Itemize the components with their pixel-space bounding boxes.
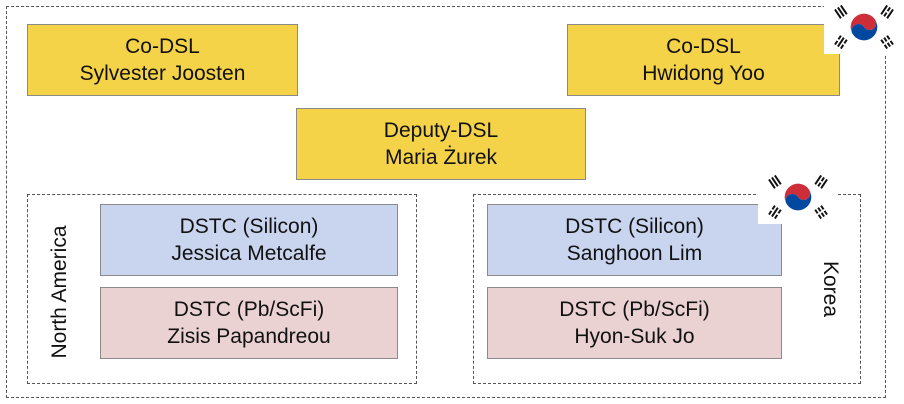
na-pbscfi-role: DSTC (Pb/ScFi): [173, 298, 325, 321]
co-dsl-right-box: Co-DSL Hwidong Yoo: [567, 24, 840, 96]
korea-silicon-role: DSTC (Silicon): [565, 215, 704, 238]
co-dsl-right-role: Co-DSL: [666, 35, 741, 58]
korea-pbscfi-box: DSTC (Pb/ScFi) Hyon-Suk Jo: [487, 287, 782, 359]
korea-pbscfi-name: Hyon-Suk Jo: [574, 325, 695, 348]
south-korea-flag-icon: [758, 170, 838, 224]
co-dsl-right-name: Hwidong Yoo: [642, 62, 765, 85]
co-dsl-left-name: Sylvester Joosten: [79, 62, 246, 85]
na-pbscfi-box: DSTC (Pb/ScFi) Zisis Papandreou: [100, 287, 398, 359]
korea-group: [473, 194, 861, 384]
na-silicon-role: DSTC (Silicon): [179, 215, 319, 238]
south-korea-flag-graphic: [768, 174, 828, 220]
co-dsl-left-role: Co-DSL: [125, 35, 200, 58]
korea-silicon-box: DSTC (Silicon) Sanghoon Lim: [487, 204, 782, 276]
deputy-dsl-role: Deputy-DSL: [383, 119, 499, 142]
korea-pbscfi-role: DSTC (Pb/ScFi): [559, 298, 710, 321]
korea-label: Korea: [819, 260, 842, 318]
outer-frame: [6, 6, 886, 398]
north-america-label: North America: [48, 225, 71, 359]
korea-silicon-name: Sanghoon Lim: [566, 242, 703, 265]
north-america-group: [27, 194, 417, 384]
co-dsl-left-box: Co-DSL Sylvester Joosten: [27, 24, 298, 96]
deputy-dsl-name: Maria Żurek: [384, 146, 498, 169]
na-silicon-box: DSTC (Silicon) Jessica Metcalfe: [100, 204, 398, 276]
south-korea-flag-icon: [824, 0, 904, 54]
south-korea-flag-graphic: [834, 4, 894, 50]
na-silicon-name: Jessica Metcalfe: [171, 242, 327, 265]
deputy-dsl-box: Deputy-DSL Maria Żurek: [296, 108, 586, 180]
na-pbscfi-name: Zisis Papandreou: [167, 325, 331, 348]
